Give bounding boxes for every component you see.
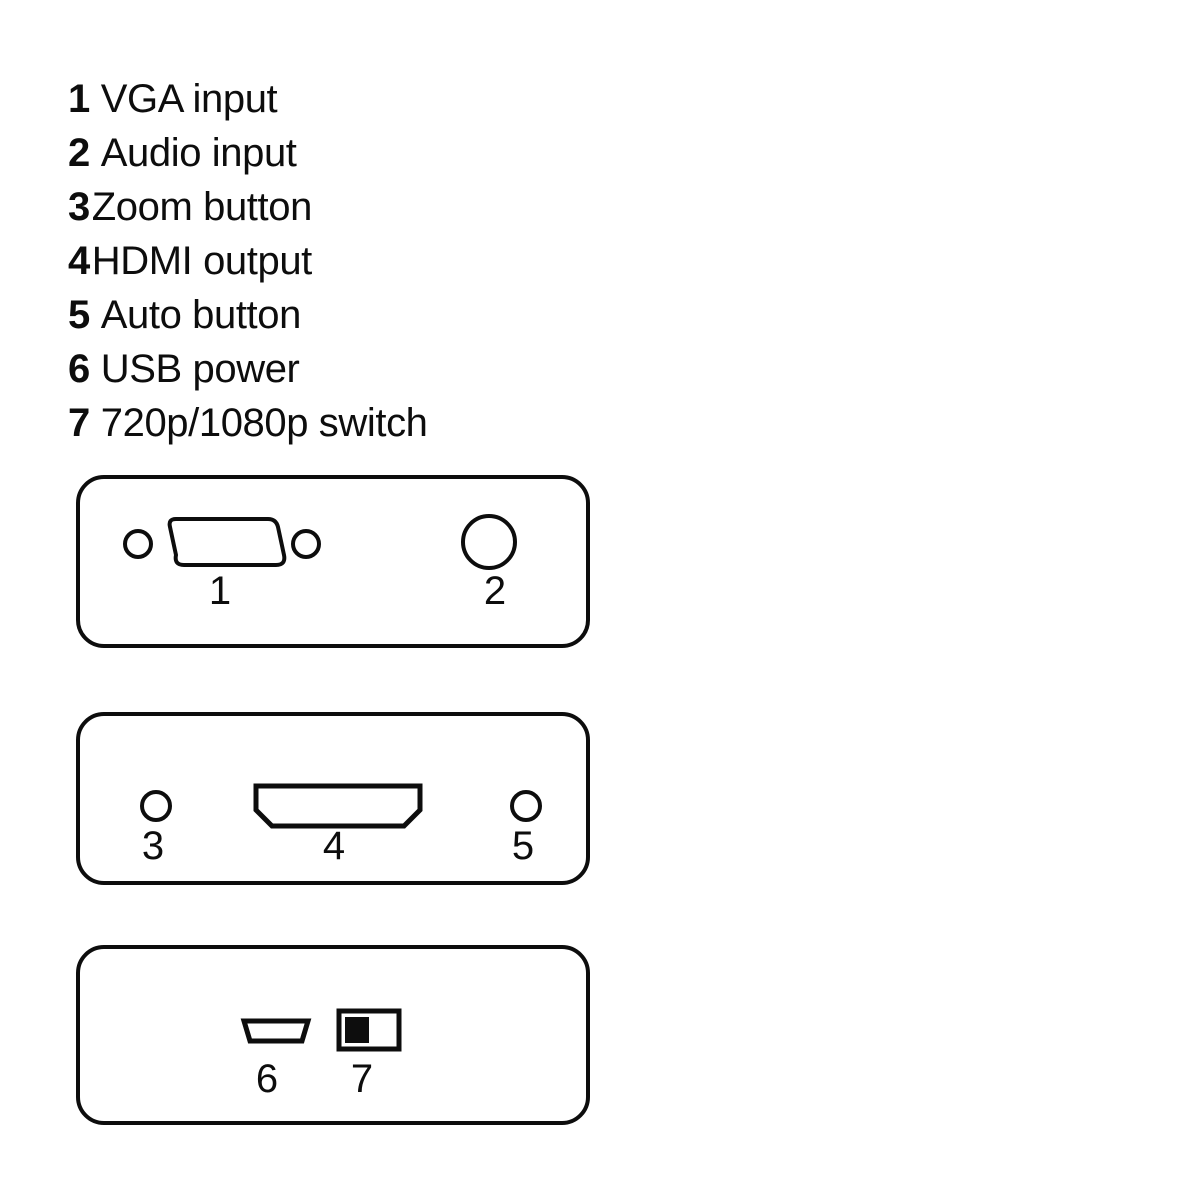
- legend-number: 3: [68, 185, 90, 229]
- legend-label: Auto button: [100, 293, 302, 337]
- zoom-button-icon[interactable]: [138, 788, 174, 824]
- device-front-panel: 1 2: [76, 475, 590, 648]
- legend-label: Audio input: [100, 131, 297, 175]
- legend-list: 1 VGA input 2 Audio input 3 Zoom button …: [68, 72, 668, 450]
- legend-label: Zoom button: [91, 185, 313, 229]
- list-item: 3 Zoom button: [68, 180, 668, 234]
- list-item: 2 Audio input: [68, 126, 668, 180]
- port-callout-7: 7: [350, 1057, 374, 1101]
- list-item: 1 VGA input: [68, 72, 668, 126]
- legend-number: 1: [68, 77, 90, 121]
- legend-label: HDMI output: [91, 239, 313, 283]
- device-side-panel: 6 7: [76, 945, 590, 1125]
- legend-number: 2: [68, 131, 90, 175]
- port-callout-6: 6: [255, 1057, 279, 1101]
- port-callout-4: 4: [322, 824, 346, 868]
- legend-label: USB power: [100, 347, 300, 391]
- auto-button-icon[interactable]: [508, 788, 544, 824]
- device-rear-panel: 3 4 5: [76, 712, 590, 885]
- port-callout-1: 1: [208, 569, 232, 613]
- vga-port-icon: [123, 517, 321, 567]
- hdmi-port-icon: [253, 783, 423, 829]
- audio-jack-icon: [461, 514, 517, 570]
- legend-number: 6: [68, 347, 90, 391]
- legend-number: 4: [68, 239, 90, 283]
- port-callout-5: 5: [511, 824, 535, 868]
- list-item: 7 720p/1080p switch: [68, 396, 668, 450]
- legend-label: VGA input: [100, 77, 278, 121]
- list-item: 5 Auto button: [68, 288, 668, 342]
- legend-number: 7: [68, 401, 90, 445]
- port-callout-3: 3: [141, 824, 165, 868]
- legend-label: 720p/1080p switch: [100, 401, 428, 445]
- micro-usb-port-icon: [240, 1018, 312, 1044]
- list-item: 4 HDMI output: [68, 234, 668, 288]
- list-item: 6 USB power: [68, 342, 668, 396]
- resolution-switch-icon[interactable]: [335, 1007, 405, 1053]
- port-callout-2: 2: [483, 569, 507, 613]
- legend-number: 5: [68, 293, 90, 337]
